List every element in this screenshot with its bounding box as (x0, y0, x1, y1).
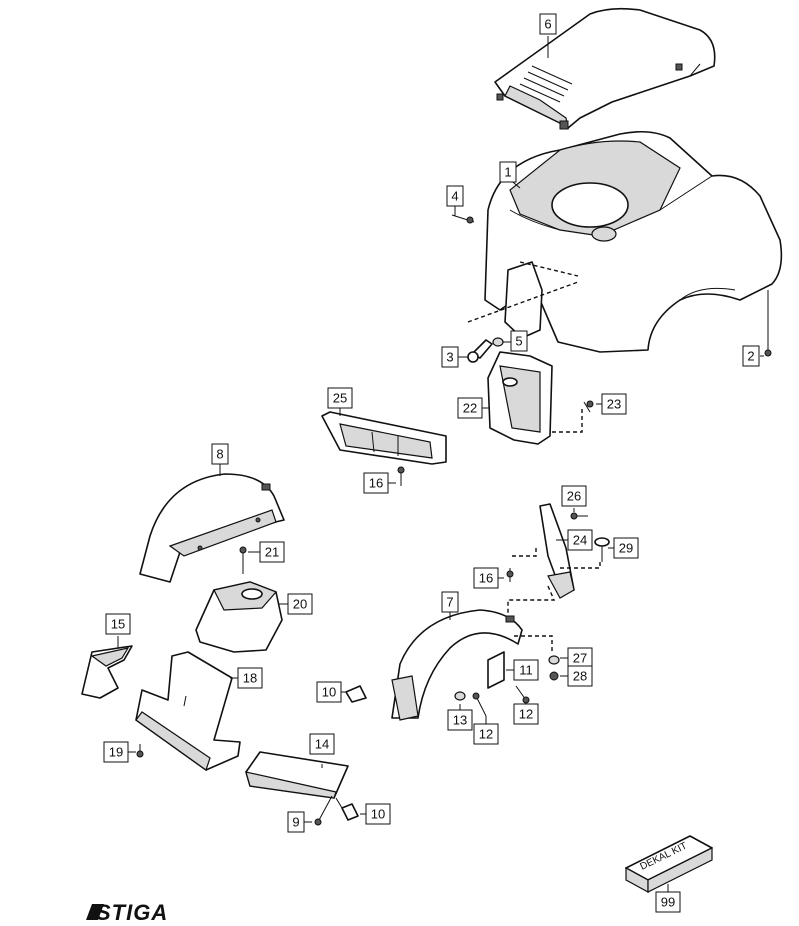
logo-text: STIGA (96, 900, 168, 925)
callout-2-text: 2 (747, 349, 754, 364)
part-3-latch (467, 339, 493, 363)
stiga-logo: STIGA (86, 900, 168, 925)
callout-26: 26 (561, 485, 587, 507)
callout-5-text: 5 (515, 334, 522, 349)
part-20-tank (195, 581, 283, 653)
callout-15-text: 15 (111, 617, 125, 632)
callout-12b-text: 12 (519, 707, 533, 722)
callout-1-text: 1 (504, 165, 511, 180)
part-99-decal-kit: DEKAL KIT (625, 835, 713, 894)
callout-3: 3 (441, 346, 459, 368)
callout-25: 25 (327, 387, 353, 409)
callout-99: 99 (655, 891, 681, 913)
callout-26-text: 26 (567, 489, 581, 504)
callout-7: 7 (441, 591, 459, 613)
callout-10a: 10 (316, 681, 342, 703)
part-16-screw-b (506, 568, 514, 582)
callout-27-text: 27 (573, 651, 587, 666)
callout-29: 29 (613, 537, 639, 559)
part-29-bolt (594, 537, 610, 562)
part-10-clip-b (335, 797, 359, 821)
callout-10b-text: 10 (371, 807, 385, 822)
part-7-fender (391, 609, 553, 721)
callout-16a-text: 16 (369, 476, 383, 491)
part-24-lever (507, 503, 601, 614)
callout-10a-text: 10 (322, 685, 336, 700)
callout-4: 4 (446, 185, 464, 207)
part-12-bolt-a (472, 692, 487, 717)
callout-14: 14 (309, 733, 335, 755)
callout-16b: 16 (473, 567, 499, 589)
callout-13: 13 (447, 709, 473, 731)
part-19-screw (136, 744, 144, 758)
callout-13-text: 13 (453, 713, 467, 728)
callout-21: 21 (259, 541, 285, 563)
callout-1: 1 (499, 161, 517, 183)
part-16-screw-a (397, 466, 405, 486)
callout-9-text: 9 (292, 815, 299, 830)
part-27-washer (548, 655, 560, 665)
callout-21-text: 21 (265, 545, 279, 560)
callout-20-text: 20 (293, 597, 307, 612)
part-4-screw (451, 214, 475, 224)
part-8-fender (139, 473, 285, 583)
part-26-screw (570, 512, 588, 520)
part-13-washer (454, 691, 466, 701)
part-14-panel (245, 751, 349, 799)
callout-5: 5 (510, 330, 528, 352)
callout-25-text: 25 (333, 391, 347, 406)
part-15-bracket (81, 645, 133, 699)
part-28-nut (549, 671, 559, 681)
callout-29-text: 29 (619, 541, 633, 556)
callout-19: 19 (103, 741, 129, 763)
callout-24: 24 (567, 529, 593, 551)
callout-12b: 12 (513, 703, 539, 725)
callout-99-text: 99 (661, 895, 675, 910)
callout-28-text: 28 (573, 669, 587, 684)
callout-12a: 12 (473, 723, 499, 745)
callout-8: 8 (211, 443, 229, 465)
callout-18: 18 (237, 667, 263, 689)
callout-10b: 10 (365, 803, 391, 825)
part-25-rail (321, 411, 447, 465)
part-2-screw (764, 290, 772, 357)
callout-15: 15 (105, 613, 131, 635)
callout-23: 23 (601, 393, 627, 415)
part-9-screw (314, 795, 333, 826)
callout-6-text: 6 (544, 17, 551, 32)
callout-11-text: 11 (519, 663, 533, 678)
callout-6: 6 (539, 13, 557, 35)
part-10-clip-a (345, 685, 367, 703)
callout-12a-text: 12 (479, 727, 493, 742)
callout-28: 28 (567, 665, 593, 687)
part-18-footrest (135, 651, 241, 771)
part-1-body (467, 130, 783, 353)
part-21-bolt (239, 546, 247, 574)
callout-24-text: 24 (573, 533, 587, 548)
part-23-screw (583, 400, 594, 413)
part-12-bolt-b (515, 685, 530, 704)
callout-11: 11 (513, 659, 539, 681)
callout-7-text: 7 (446, 595, 453, 610)
callout-16b-text: 16 (479, 571, 493, 586)
part-6-lid (494, 7, 716, 130)
callout-23-text: 23 (607, 397, 621, 412)
callout-22-text: 22 (463, 401, 477, 416)
callout-3-text: 3 (446, 350, 453, 365)
part-11-plate (487, 651, 505, 689)
part-5-washer (492, 337, 504, 347)
callout-27: 27 (567, 647, 593, 669)
callout-9: 9 (287, 811, 305, 833)
callout-22: 22 (457, 397, 483, 419)
callout-20: 20 (287, 593, 313, 615)
callout-19-text: 19 (109, 745, 123, 760)
callout-18-text: 18 (243, 671, 257, 686)
callout-16a: 16 (363, 472, 389, 494)
callout-2: 2 (742, 345, 760, 367)
callout-8-text: 8 (216, 447, 223, 462)
callout-14-text: 14 (315, 737, 329, 752)
part-22-console (487, 351, 583, 445)
callout-4-text: 4 (451, 189, 458, 204)
